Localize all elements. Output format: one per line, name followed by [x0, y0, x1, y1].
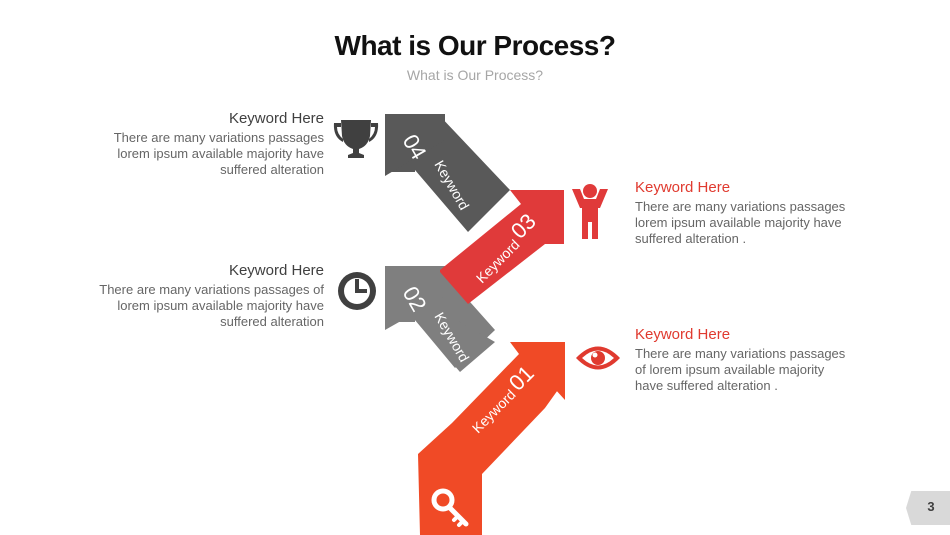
step-01-heading: Keyword Here: [635, 326, 731, 343]
step-02-text: Keyword Here There are many variations p…: [90, 262, 324, 330]
page-number: 3: [927, 499, 935, 514]
step-04-description: There are many variations passages lorem…: [113, 130, 324, 177]
key-icon: [431, 488, 469, 527]
trophy-icon: [333, 120, 379, 158]
step-02-description: There are many variations passages of lo…: [99, 282, 324, 329]
step-04-arrow: 04 Keyword: [385, 114, 510, 232]
person-icon: [572, 184, 608, 239]
eye-icon: [576, 346, 620, 370]
page-title: What is Our Process?: [334, 30, 616, 61]
step-02-heading: Keyword Here: [228, 262, 324, 279]
step-04-text: Keyword Here There are many variations p…: [95, 110, 324, 178]
step-03-text: Keyword Here There are many variations p…: [635, 179, 853, 247]
page-subtitle: What is Our Process?: [406, 67, 544, 83]
step-03-description: There are many variations passages lorem…: [635, 199, 846, 246]
page-number-badge: [906, 491, 950, 525]
step-04-heading: Keyword Here: [228, 110, 324, 127]
step-03-arrow: 03 Keyword: [440, 190, 564, 304]
step-01-description: There are many variations passages of lo…: [635, 346, 846, 393]
clock-icon: [338, 272, 376, 310]
step-03-heading: Keyword Here: [635, 179, 731, 196]
step-01-text: Keyword Here There are many variations p…: [635, 326, 853, 394]
